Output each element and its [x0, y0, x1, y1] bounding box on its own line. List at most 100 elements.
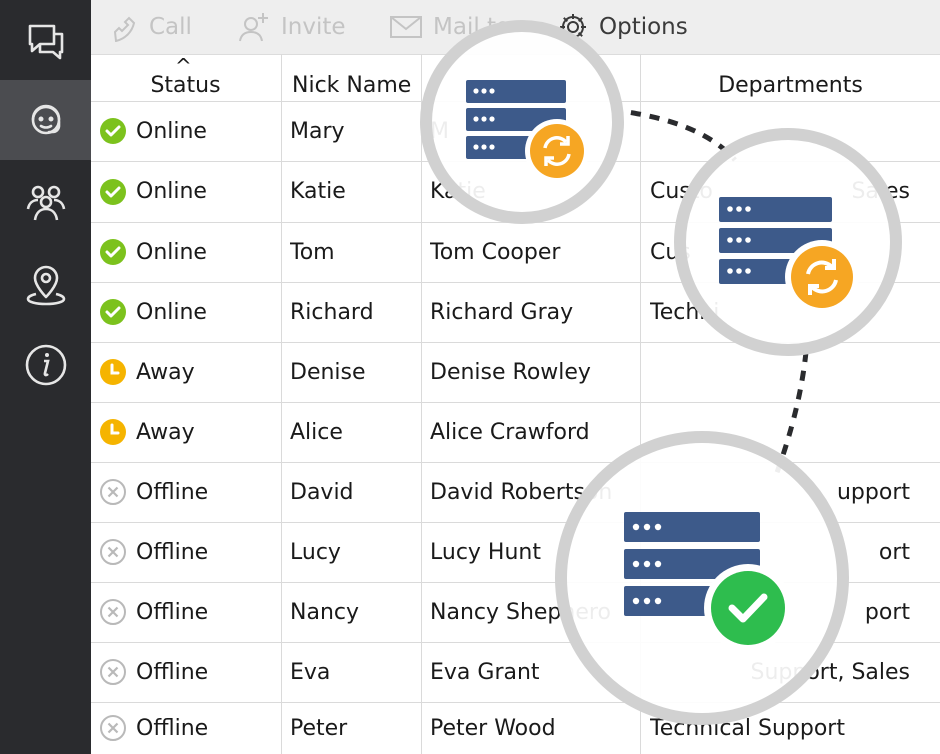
nick-name-text: Peter [290, 715, 348, 741]
column-header-departments[interactable]: Departments [641, 54, 940, 101]
phone-icon [113, 16, 136, 42]
column-divider [640, 54, 641, 754]
status-cell: Away [99, 342, 279, 402]
name-cell: Katie [430, 161, 640, 222]
name-text: M [430, 118, 449, 144]
row-divider [91, 342, 940, 343]
name-text: Alice Crawford [430, 419, 590, 445]
nick-name-text: Alice [290, 419, 343, 445]
name-cell: Lucy Hunt [430, 522, 640, 582]
table-row[interactable]: Offline Eva Eva Grant Support, Sales [91, 642, 940, 702]
nick-name-text: Richard [290, 299, 374, 325]
online-status-icon [100, 118, 126, 144]
department-cell [650, 101, 930, 161]
table-row[interactable]: Away Alice Alice Crawford [91, 402, 940, 462]
name-cell: Alice Crawford [430, 402, 640, 462]
table-row[interactable]: Offline David David Robertson upport [91, 462, 940, 522]
department-cell: ort [650, 522, 930, 582]
online-status-icon [100, 239, 126, 265]
row-divider [91, 462, 940, 463]
status-text: Offline [136, 479, 209, 505]
offline-status-icon [100, 715, 126, 741]
nick-name-cell: Mary [290, 101, 418, 161]
row-divider [91, 642, 940, 643]
status-text: Online [136, 179, 207, 204]
gear-icon [560, 14, 586, 40]
name-text: David Robertson [430, 479, 613, 505]
name-text: Eva Grant [430, 659, 540, 685]
call-button[interactable]: Call [109, 0, 192, 54]
name-cell: Richard Gray [430, 282, 640, 342]
status-cell: Online [99, 222, 279, 282]
department-text: upport [836, 479, 910, 505]
sort-ascending-icon: ^ [175, 54, 192, 78]
status-text: Offline [136, 659, 209, 685]
nick-name-cell: Alice [290, 402, 418, 462]
options-label: Options [599, 14, 688, 40]
department-cell [650, 402, 930, 462]
invite-button[interactable]: Invite [237, 0, 346, 54]
status-text: Offline [136, 599, 209, 625]
sidebar-item-agents[interactable] [0, 80, 91, 160]
sidebar-item-locations[interactable] [0, 243, 91, 323]
status-text: Online [136, 299, 207, 325]
column-header-label: Departments [718, 73, 863, 98]
headset-agent-icon [31, 104, 60, 135]
name-cell: M [430, 101, 640, 161]
column-header-label: Nick Name [292, 73, 412, 98]
table-row[interactable]: Online Mary M [91, 101, 940, 161]
row-divider [91, 282, 940, 283]
column-header-status[interactable]: ^ Status [91, 54, 280, 101]
call-label: Call [149, 14, 192, 40]
mail-to-label: Mail to [433, 14, 511, 40]
name-text: Tom Cooper [430, 239, 561, 265]
sidebar-item-groups[interactable] [0, 160, 91, 240]
status-cell: Offline [99, 642, 279, 702]
online-status-icon [100, 299, 126, 325]
options-button[interactable]: Options [557, 0, 688, 54]
invite-label: Invite [281, 14, 346, 40]
nick-name-text: David [290, 479, 354, 505]
name-text: Peter Wood [430, 715, 556, 741]
sidebar-item-chats[interactable] [0, 0, 91, 80]
away-clock-icon [100, 419, 126, 445]
status-cell: Offline [99, 462, 279, 522]
department-text: Cus [650, 239, 691, 265]
nick-name-cell: Eva [290, 642, 418, 702]
status-cell: Offline [99, 702, 279, 754]
department-cell [650, 342, 930, 402]
nick-name-text: Eva [290, 659, 331, 685]
nick-name-cell: Peter [290, 702, 418, 754]
status-text: Away [136, 359, 195, 385]
name-cell: Peter Wood [430, 702, 640, 754]
nick-name-cell: Lucy [290, 522, 418, 582]
status-cell: Online [99, 161, 279, 222]
offline-status-icon [100, 599, 126, 625]
name-cell: Tom Cooper [430, 222, 640, 282]
department-cell: Cus [650, 222, 930, 282]
mail-to-button[interactable]: Mail to [389, 0, 510, 54]
name-cell: Nancy Shephero [430, 582, 640, 642]
department-text: Sales [851, 179, 910, 204]
nick-name-text: Mary [290, 118, 345, 144]
column-header-name[interactable] [422, 54, 641, 101]
department-cell: Support, Sales [650, 642, 930, 702]
name-cell: David Robertson [430, 462, 640, 522]
column-header-nick-name[interactable]: Nick Name [292, 54, 422, 101]
name-text: Richard Gray [430, 299, 574, 325]
nick-name-cell: Tom [290, 222, 418, 282]
sidebar [0, 0, 91, 754]
status-text: Online [136, 118, 207, 144]
department-text: Support, Sales [750, 659, 910, 685]
status-text: Away [136, 419, 195, 445]
sidebar-item-info[interactable] [0, 325, 91, 405]
row-divider [91, 582, 940, 583]
